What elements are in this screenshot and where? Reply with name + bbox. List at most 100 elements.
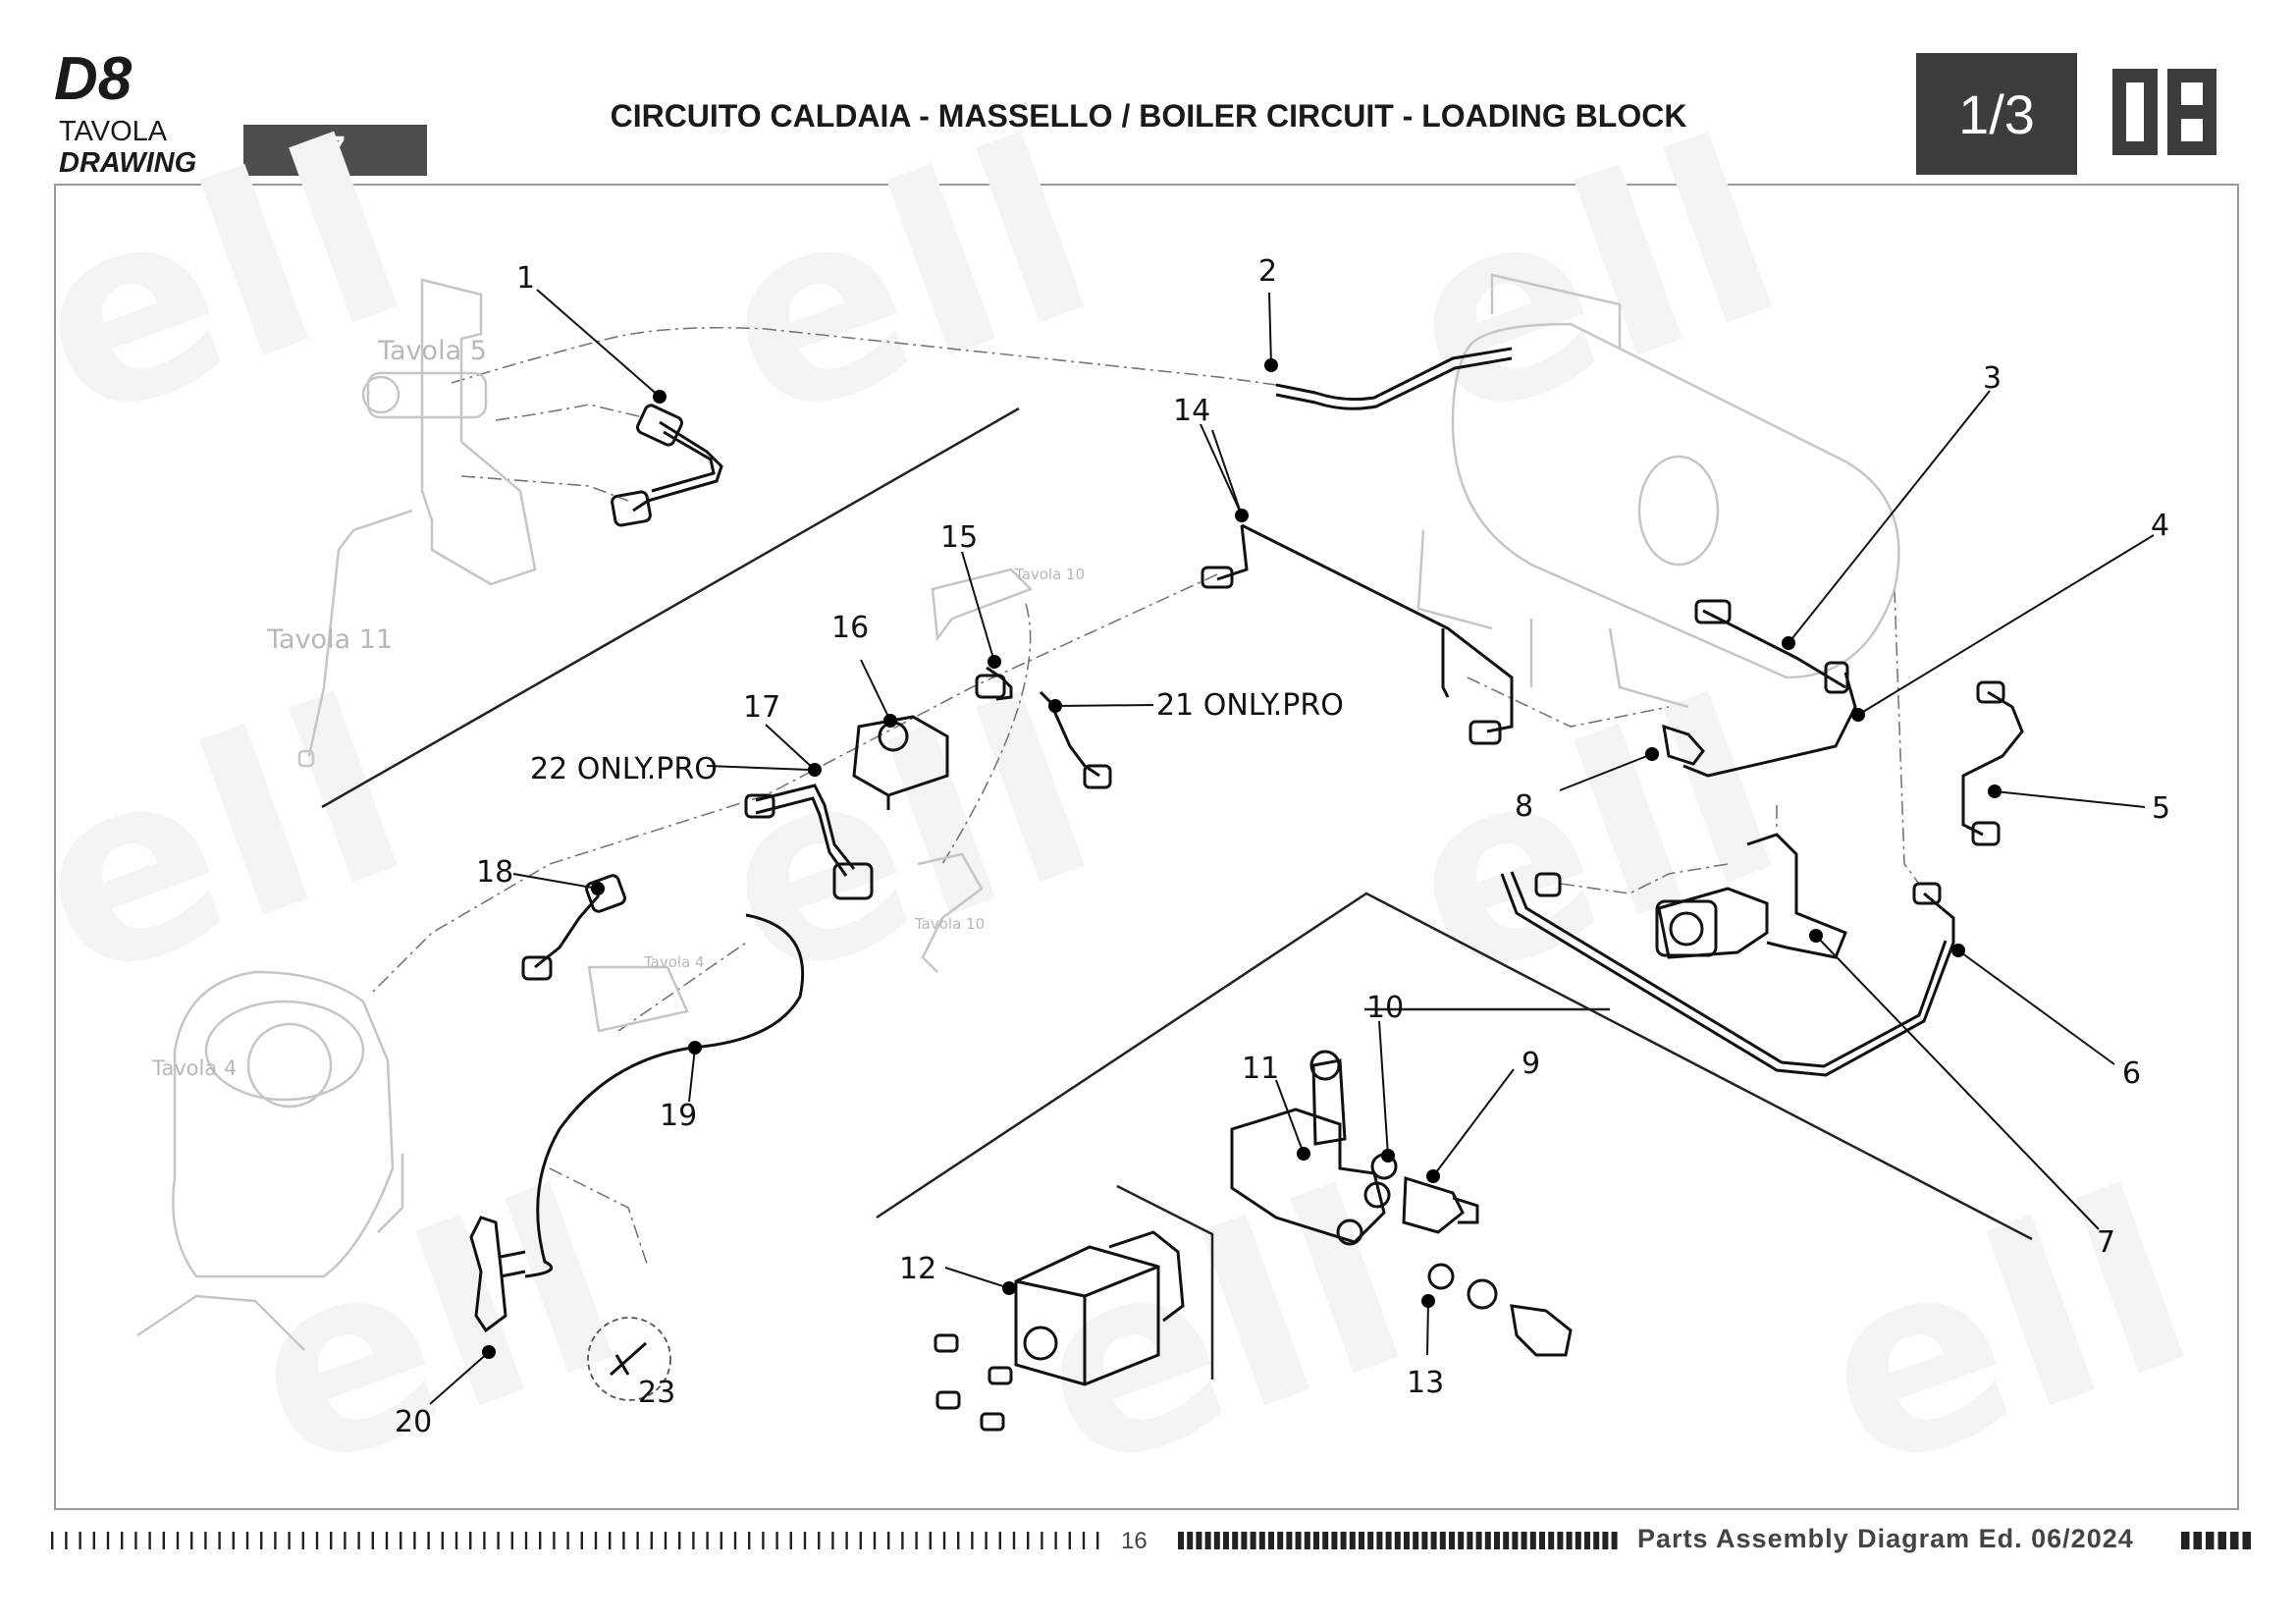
- watermark: eII eII eII eII eII eII eII eII eII: [0, 77, 2227, 1530]
- footer-bar: [1593, 1532, 1600, 1549]
- footer-bar: [79, 1532, 81, 1549]
- drawing-number-badge: 7: [243, 125, 427, 176]
- callout-1: 1: [516, 261, 535, 296]
- callout-21-only-pro: 21 ONLY.PRO: [1156, 688, 1344, 723]
- footer-bar: [1349, 1532, 1356, 1549]
- footer-bar: [162, 1532, 165, 1549]
- footer-bar: [1521, 1532, 1527, 1549]
- d8-logo: D8: [2112, 69, 2216, 155]
- ghost-parts: [136, 273, 1900, 1351]
- footer-bar: [622, 1532, 625, 1549]
- footer-bar: [454, 1532, 458, 1549]
- footer-bar: [1575, 1532, 1581, 1549]
- footer-bar: [92, 1532, 95, 1549]
- svg-text:eII: eII: [214, 1127, 657, 1530]
- drawing-frame: [54, 184, 2239, 1510]
- footer-bar: [148, 1532, 151, 1549]
- footer-bar: [1068, 1532, 1071, 1549]
- footer-bar: [733, 1532, 737, 1549]
- footer-bar: [1611, 1532, 1618, 1549]
- footer-bar: [497, 1532, 500, 1549]
- footer-bar: [190, 1532, 193, 1549]
- footer-bar: [65, 1532, 68, 1549]
- footer-bars-thin: [51, 1532, 1099, 1549]
- svg-text:eII: eII: [1372, 77, 1815, 479]
- callout-15: 15: [940, 520, 978, 555]
- footer-bar: [664, 1532, 667, 1549]
- footer-bar: [301, 1532, 304, 1549]
- footer-bar: [121, 1532, 124, 1549]
- footer-bar: [580, 1532, 583, 1549]
- footer-bar: [1295, 1532, 1302, 1549]
- footer-bar: [1602, 1532, 1609, 1549]
- footer-bar: [1376, 1532, 1383, 1549]
- footer-bar: [706, 1532, 709, 1549]
- footer-bar: [218, 1532, 221, 1549]
- footer-bar: [1313, 1532, 1319, 1549]
- footer-bar: [1250, 1532, 1256, 1549]
- footer-bar: [678, 1532, 681, 1549]
- footer-edition: Parts Assembly Diagram Ed. 06/2024: [1637, 1524, 2134, 1553]
- footer-bars: [51, 1532, 2251, 1549]
- footer-bar: [1223, 1532, 1229, 1549]
- footer-bar: [1557, 1532, 1564, 1549]
- footer-bar: [1584, 1532, 1590, 1549]
- svg-text:eII: eII: [1785, 1127, 2227, 1530]
- callout-6: 6: [2122, 1056, 2141, 1091]
- callout-14: 14: [1173, 394, 1210, 428]
- callout-labels: 1 2 3 4 5 6 7 7 8 9 10 11 12 13 14 15 16…: [395, 254, 2170, 1439]
- footer-bar: [1082, 1532, 1086, 1549]
- footer-bar: [1340, 1532, 1347, 1549]
- callout-8: 8: [1515, 789, 1533, 824]
- footer-bar: [1467, 1532, 1473, 1549]
- footer-bar: [720, 1532, 722, 1549]
- footer-bar: [915, 1532, 918, 1549]
- callout-5: 5: [2152, 791, 2170, 826]
- reference-labels: Tavola 5 Tavola 11 Tavola 10 Tavola 10 T…: [151, 336, 1085, 1080]
- footer-bar: [400, 1532, 402, 1549]
- footer-bar: [1178, 1532, 1184, 1549]
- ref-tavola-5: Tavola 5: [377, 336, 487, 366]
- footer-bar: [1458, 1532, 1465, 1549]
- footer-bar: [245, 1532, 249, 1549]
- footer-bar: [2206, 1532, 2215, 1549]
- footer-bar: [1439, 1532, 1446, 1549]
- footer-page-number: 16: [1121, 1528, 1148, 1554]
- model-name: D8: [54, 45, 133, 113]
- page-indicator: 1/3: [1916, 53, 2077, 175]
- footer-bar: [1277, 1532, 1284, 1549]
- connection-lines: [372, 326, 1920, 1268]
- footer-bar: [315, 1532, 319, 1549]
- drawing-label: DRAWING: [59, 147, 197, 179]
- footer-bar: [1027, 1532, 1030, 1549]
- callout-2: 2: [1258, 254, 1277, 289]
- footer-bar: [1187, 1532, 1194, 1549]
- footer-bar: [998, 1532, 1001, 1549]
- footer-bar: [650, 1532, 653, 1549]
- footer-bar: [441, 1532, 444, 1549]
- footer-bar: [134, 1532, 137, 1549]
- footer-bar: [789, 1532, 792, 1549]
- svg-text:eII: eII: [999, 1127, 1442, 1530]
- footer-bar: [483, 1532, 486, 1549]
- footer-bar: [357, 1532, 360, 1549]
- callout-20: 20: [395, 1405, 432, 1439]
- ref-tavola-4-small: Tavola 4: [643, 953, 705, 971]
- callout-23: 23: [638, 1376, 675, 1410]
- callout-3: 3: [1983, 361, 2002, 396]
- ref-tavola-10-lower: Tavola 10: [914, 915, 985, 933]
- footer-bar: [692, 1532, 695, 1549]
- footer-bar: [831, 1532, 834, 1549]
- svg-text:eII: eII: [1372, 636, 1815, 1039]
- callout-11: 11: [1242, 1052, 1279, 1086]
- footer-bar: [609, 1532, 612, 1549]
- footer-bar: [957, 1532, 960, 1549]
- footer-bar: [1359, 1532, 1364, 1549]
- footer-bar: [2230, 1532, 2239, 1549]
- footer-bar: [1286, 1532, 1293, 1549]
- footer-bars-end: [2181, 1532, 2251, 1549]
- callout-17: 17: [743, 690, 780, 725]
- footer-bar: [2181, 1532, 2190, 1549]
- footer-bar: [413, 1532, 416, 1549]
- footer-bar: [427, 1532, 430, 1549]
